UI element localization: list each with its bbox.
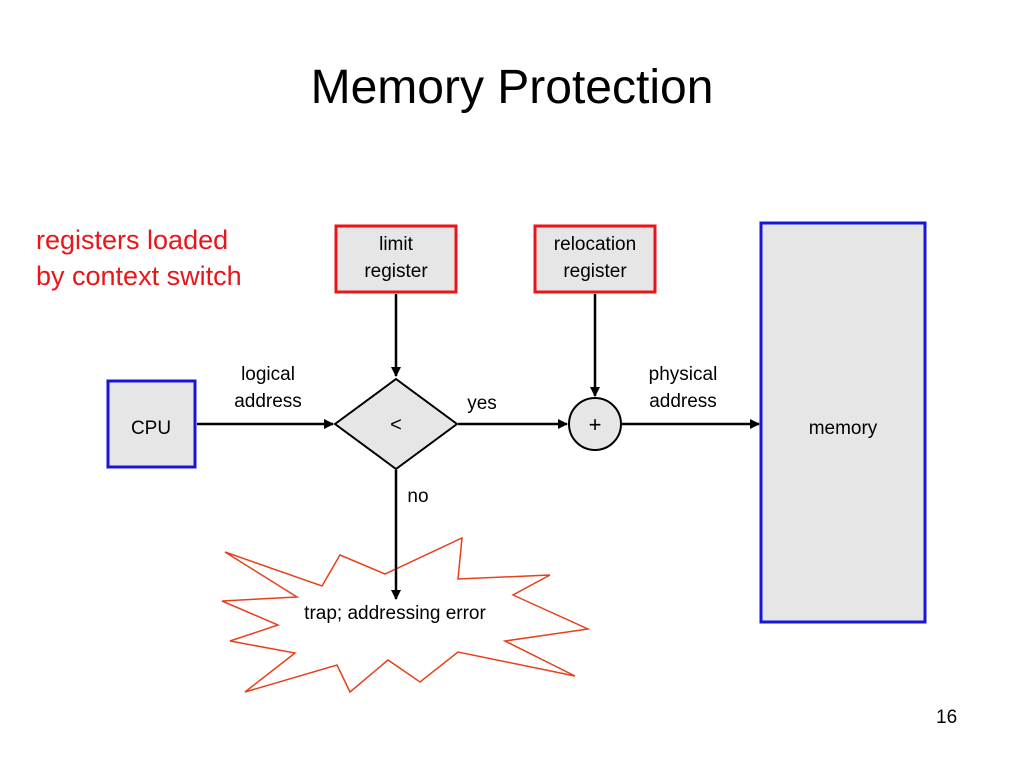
slide-title: Memory Protection (310, 61, 714, 114)
trap-label: trap; addressing error (304, 603, 486, 624)
limit-register-label-2: register (364, 261, 428, 282)
page-number: 16 (936, 707, 958, 728)
limit-register: limit register (334, 224, 458, 294)
physical-address-label-1: physical (649, 364, 718, 385)
relocation-register-label-2: register (563, 261, 627, 282)
physical-address-label-2: address (649, 391, 717, 412)
cpu-label: CPU (131, 418, 171, 439)
no-label: no (407, 486, 428, 507)
cpu-box: CPU (106, 379, 197, 469)
note-line-1: registers loaded (36, 225, 229, 255)
logical-address-label-2: address (234, 391, 302, 412)
yes-label: yes (467, 393, 497, 414)
add-symbol: + (589, 412, 602, 437)
compare-symbol: < (390, 414, 402, 436)
note-line-2: by context switch (36, 261, 242, 291)
adder-circle: + (568, 397, 622, 451)
logical-address-label-1: logical (241, 364, 295, 385)
trap-starburst: trap; addressing error (221, 536, 591, 694)
memory-box: memory (759, 221, 927, 624)
limit-register-label-1: limit (379, 234, 413, 255)
relocation-register-label-1: relocation (554, 234, 636, 255)
relocation-register: relocation register (533, 224, 657, 294)
memory-label: memory (809, 418, 878, 439)
context-switch-note: registers loaded by context switch (36, 222, 242, 294)
compare-diamond: < (333, 377, 459, 471)
